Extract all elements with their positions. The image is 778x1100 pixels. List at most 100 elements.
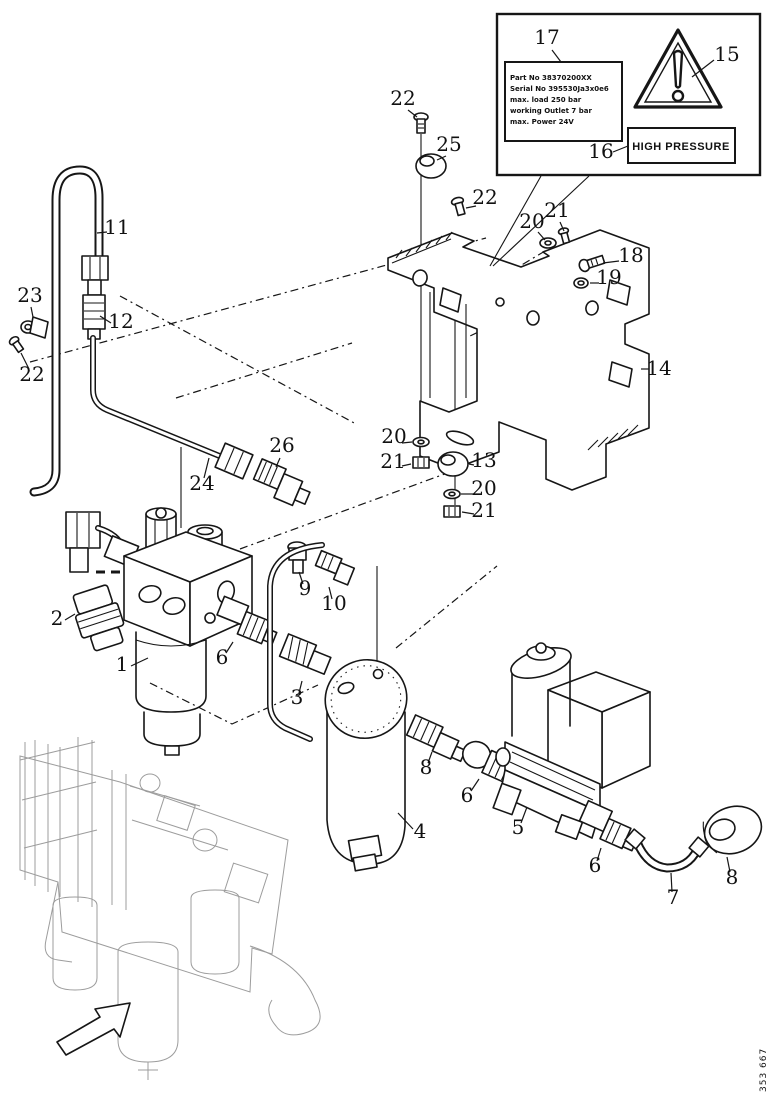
hose-7	[624, 828, 710, 873]
grommet-13	[437, 451, 469, 477]
callout-leader	[64, 613, 76, 621]
callout-number-1: 1	[116, 652, 129, 676]
inset-warning-panel: Part No 38370200XX Serial No 395530Ja3x0…	[489, 12, 762, 267]
callout-leader	[99, 315, 112, 324]
callout-leader	[203, 457, 210, 479]
spec-label-17	[504, 61, 623, 142]
callout-leader	[596, 847, 602, 862]
small-tube	[267, 542, 325, 742]
washer-20-a	[412, 436, 430, 448]
callout-number-21: 21	[544, 198, 569, 222]
callout-number-26: 26	[269, 433, 294, 457]
callout-leader	[559, 221, 565, 232]
spec-line-1: Part No 38370200XX	[510, 74, 592, 82]
callout-number-8: 8	[420, 755, 433, 779]
callout-number-15: 15	[714, 42, 739, 66]
callout-leader	[465, 205, 477, 209]
callout-number-22: 22	[390, 86, 415, 110]
screw-18	[578, 254, 606, 273]
spec-line-3: max. load 250 bar	[510, 96, 582, 104]
washer-19	[573, 277, 589, 289]
callout-leader	[397, 812, 414, 830]
callout-leader	[401, 463, 412, 467]
screw-22-left	[8, 335, 25, 354]
callout-number-5: 5	[512, 815, 525, 839]
warning-triangle-icon	[633, 28, 723, 109]
callout-number-22: 22	[19, 362, 44, 386]
callout-number-22: 22	[472, 185, 497, 209]
callout-number-21: 21	[380, 449, 405, 473]
callout-leader	[298, 680, 303, 694]
callout-number-6: 6	[216, 645, 229, 669]
washer-20-top	[539, 237, 557, 249]
coupling-12	[82, 294, 106, 340]
tube-24	[90, 335, 254, 480]
callout-leader	[298, 571, 304, 585]
callout-leader	[436, 155, 447, 161]
callout-number-6: 6	[461, 783, 474, 807]
cap-8	[702, 805, 763, 855]
spec-line-5: max. Power 24V	[510, 118, 574, 126]
callout-leader	[20, 352, 30, 370]
background-context-assembly	[19, 737, 321, 1080]
spec-line-2: Serial No 395530Ja3x0e6	[510, 85, 609, 93]
screw-22-mid	[450, 196, 466, 217]
callout-leader	[537, 231, 546, 241]
callout-number-16: 16	[588, 139, 613, 163]
callout-number-19: 19	[596, 265, 621, 289]
bracket-14	[387, 229, 650, 491]
callout-number-24: 24	[189, 471, 214, 495]
callout-number-6: 6	[589, 853, 602, 877]
callout-leader	[427, 751, 433, 764]
drawing-number: 353 667	[759, 1048, 769, 1092]
callout-number-20: 20	[381, 424, 406, 448]
callout-leader	[520, 806, 528, 824]
pump-5	[492, 642, 651, 841]
high-pressure-label: HIGH PRESSURE	[632, 141, 730, 153]
screw-21-top	[557, 227, 571, 245]
callout-number-10: 10	[321, 591, 346, 615]
reservoir-4	[324, 658, 408, 872]
nut-21-b	[443, 505, 461, 518]
washer-20-b	[443, 488, 461, 500]
high-pressure-plate-16	[627, 127, 736, 164]
fitting-3	[278, 633, 332, 675]
callout-leader	[602, 260, 620, 264]
callout-leader	[407, 109, 418, 118]
valve-block-1	[123, 507, 253, 756]
callout-leader	[96, 231, 108, 234]
callout-number-9: 9	[299, 576, 312, 600]
callout-leader	[551, 49, 562, 63]
direction-arrow-icon	[56, 1002, 131, 1056]
callout-number-23: 23	[17, 283, 42, 307]
callout-leader	[328, 586, 333, 600]
callout-number-2: 2	[51, 606, 64, 630]
callout-number-20: 20	[471, 476, 496, 500]
callout-number-13: 13	[471, 448, 496, 472]
callout-number-12: 12	[108, 309, 133, 333]
tube-11	[29, 165, 109, 497]
callout-number-17: 17	[534, 25, 559, 49]
plug-2	[72, 584, 125, 652]
nut-21-a	[412, 456, 430, 469]
callout-leader	[130, 657, 149, 667]
callout-leader	[691, 59, 715, 78]
fitting-10	[314, 549, 356, 586]
callout-number-4: 4	[414, 819, 427, 843]
screw-22-top	[413, 112, 429, 134]
callout-leader	[470, 778, 480, 792]
callout-number-21: 21	[471, 498, 496, 522]
grommet-25	[415, 153, 447, 179]
callout-number-11: 11	[104, 215, 129, 239]
callout-leader	[461, 511, 475, 515]
callout-number-7: 7	[667, 885, 680, 909]
callout-leader	[468, 463, 475, 466]
clamp-23	[20, 316, 49, 339]
spec-line-4: working Outlet 7 bar	[510, 107, 592, 115]
callout-number-3: 3	[291, 685, 304, 709]
callout-number-18: 18	[618, 243, 643, 267]
callout-leader	[726, 856, 731, 873]
